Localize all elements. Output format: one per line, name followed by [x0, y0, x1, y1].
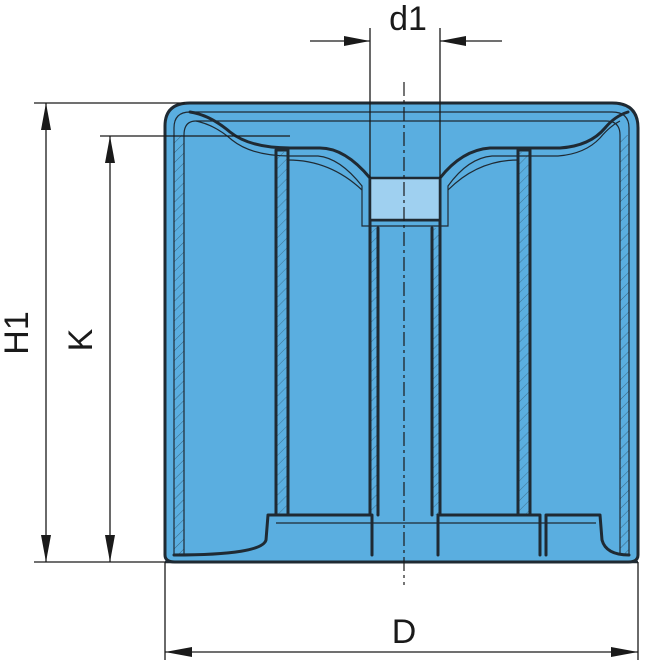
label-H1: H1	[0, 311, 36, 354]
dimension-d1: d1	[310, 0, 502, 178]
dimension-D: D	[164, 562, 639, 660]
center-tube-left-hatch	[370, 228, 378, 515]
center-boss	[368, 176, 442, 222]
buffer-body	[163, 101, 640, 564]
left-slope-rib	[287, 159, 363, 191]
right-slope-rib	[447, 159, 519, 191]
dimension-H1: H1	[0, 102, 185, 563]
body-outer-fill	[163, 101, 640, 564]
dimension-K: K	[62, 135, 290, 562]
outer-wall-inner-line	[173, 111, 630, 555]
left-wall-hatch	[174, 135, 184, 555]
left-rib-hatch	[276, 152, 288, 514]
label-d1: d1	[389, 0, 427, 38]
center-tube-right-hatch	[432, 228, 440, 515]
right-wall-hatch	[620, 135, 629, 555]
top-dish-inner	[195, 120, 621, 227]
right-rib-hatch	[518, 152, 530, 514]
label-D: D	[392, 613, 417, 651]
label-K: K	[62, 328, 100, 351]
bottom-flange	[172, 513, 631, 557]
outer-wall-inner-line-2	[183, 120, 621, 555]
